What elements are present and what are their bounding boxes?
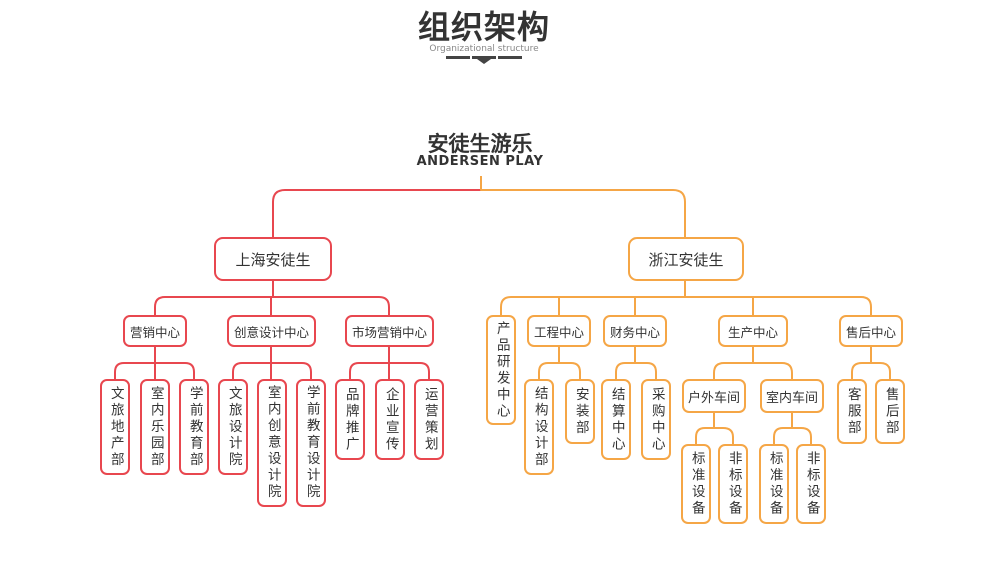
- dept-node[interactable]: 非标设备: [796, 444, 826, 524]
- center-node-marketing[interactable]: 营销中心: [123, 315, 187, 347]
- dept-node[interactable]: 结算中心: [601, 379, 631, 460]
- center-node-finance[interactable]: 财务中心: [603, 315, 667, 347]
- dept-node[interactable]: 运营策划: [414, 379, 444, 460]
- dept-node[interactable]: 标准设备: [681, 444, 711, 524]
- dept-node[interactable]: 学前教育设计院: [296, 379, 326, 507]
- connector-root-zhejiang: [480, 176, 686, 237]
- center-node-creative-design[interactable]: 创意设计中心: [227, 315, 316, 347]
- connector-root-shanghai: [272, 189, 481, 237]
- dept-node[interactable]: 采购中心: [641, 379, 671, 460]
- connectors-zhejiang: [500, 281, 891, 444]
- workshop-node-indoor[interactable]: 室内车间: [760, 379, 824, 413]
- dept-node[interactable]: 品牌推广: [335, 379, 365, 460]
- center-node-market-marketing[interactable]: 市场营销中心: [345, 315, 434, 347]
- title-underline-decoration: [446, 56, 522, 64]
- dept-node[interactable]: 企业宣传: [375, 379, 405, 460]
- company-node-shanghai[interactable]: 上海安徒生: [214, 237, 332, 281]
- dept-node[interactable]: 文旅地产部: [100, 379, 130, 475]
- dept-node[interactable]: 学前教育部: [179, 379, 209, 475]
- root-company-name: 安徒生游乐: [427, 132, 533, 156]
- dept-node[interactable]: 结构设计部: [524, 379, 554, 475]
- company-node-zhejiang[interactable]: 浙江安徒生: [628, 237, 744, 281]
- dept-node[interactable]: 标准设备: [759, 444, 789, 524]
- center-node-production[interactable]: 生产中心: [718, 315, 788, 347]
- root-company-name-en: ANDERSEN PLAY: [416, 154, 544, 169]
- dept-node[interactable]: 客服部: [837, 379, 867, 444]
- page-title: 组织架构: [417, 8, 550, 46]
- center-node-product-rd[interactable]: 产品研发中心: [486, 315, 516, 425]
- center-node-engineering[interactable]: 工程中心: [527, 315, 591, 347]
- dept-node[interactable]: 非标设备: [718, 444, 748, 524]
- dept-node[interactable]: 室内创意设计院: [257, 379, 287, 507]
- dept-node[interactable]: 售后部: [875, 379, 905, 444]
- dept-node[interactable]: 安装部: [565, 379, 595, 444]
- dept-node[interactable]: 室内乐园部: [140, 379, 170, 475]
- connectors-shanghai: [114, 281, 430, 379]
- center-node-after-sales[interactable]: 售后中心: [839, 315, 903, 347]
- dept-node[interactable]: 文旅设计院: [218, 379, 248, 475]
- workshop-node-outdoor[interactable]: 户外车间: [682, 379, 746, 413]
- page-subtitle: Organizational structure: [429, 44, 539, 54]
